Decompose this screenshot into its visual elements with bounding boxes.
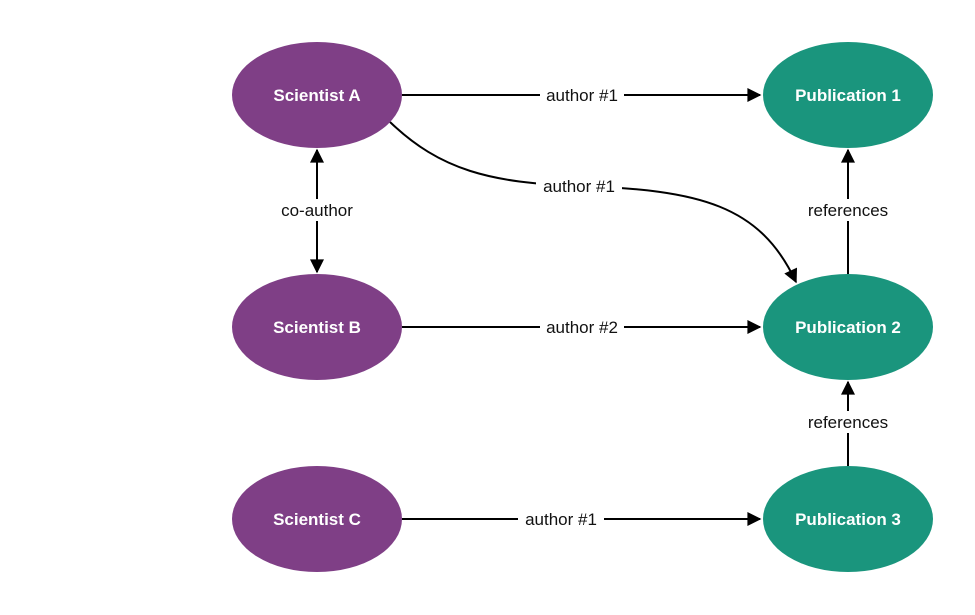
- edge-label-p3-p2: references: [808, 413, 888, 432]
- node-label-publication-2: Publication 2: [795, 318, 901, 337]
- edges: [310, 88, 855, 526]
- node-publication-3: Publication 3: [763, 466, 933, 572]
- edge-label-a-p2: author #1: [543, 177, 615, 196]
- node-publication-1: Publication 1: [763, 42, 933, 148]
- node-label-scientist-b: Scientist B: [273, 318, 361, 337]
- edge-label-a-b: co-author: [281, 201, 353, 220]
- edge-scientist-a-publication-2: [389, 121, 797, 284]
- node-label-scientist-a: Scientist A: [273, 86, 360, 105]
- node-scientist-c: Scientist C: [232, 466, 402, 572]
- node-label-publication-1: Publication 1: [795, 86, 901, 105]
- node-label-publication-3: Publication 3: [795, 510, 901, 529]
- edge-label-a-p1: author #1: [546, 86, 618, 105]
- node-label-scientist-c: Scientist C: [273, 510, 361, 529]
- node-publication-2: Publication 2: [763, 274, 933, 380]
- edge-labels: author #1 author #1 co-author author #2 …: [272, 84, 898, 530]
- edge-label-b-p2: author #2: [546, 318, 618, 337]
- node-scientist-b: Scientist B: [232, 274, 402, 380]
- edge-label-c-p3: author #1: [525, 510, 597, 529]
- edge-label-p2-p1: references: [808, 201, 888, 220]
- node-scientist-a: Scientist A: [232, 42, 402, 148]
